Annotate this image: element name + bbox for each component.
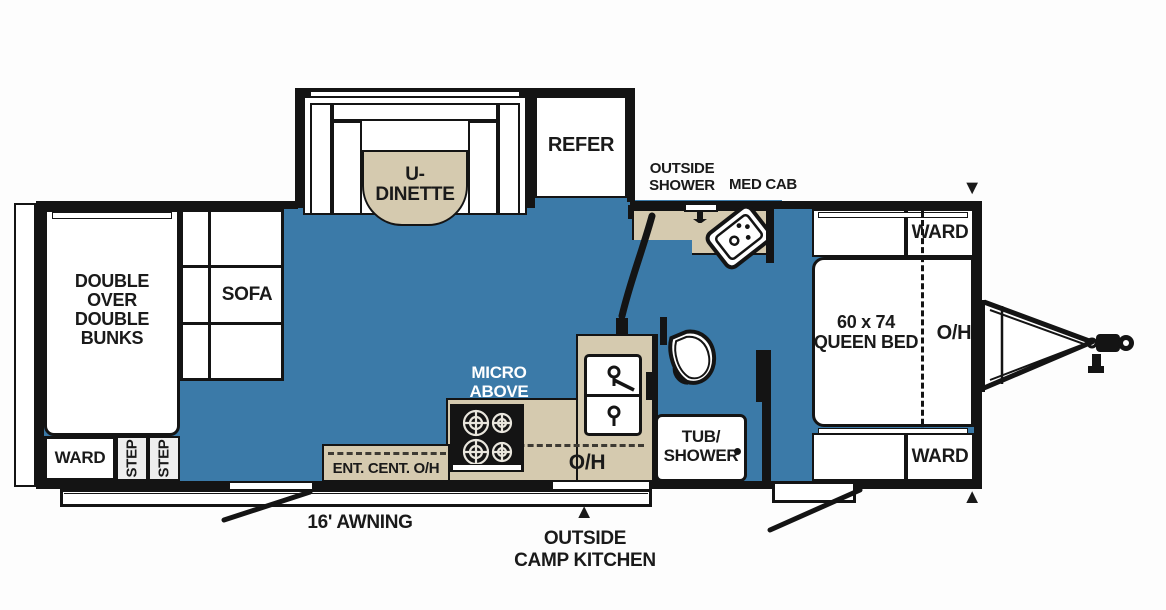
ward-front-top-label: WARD [911, 221, 969, 243]
bunk-top-rail [52, 212, 172, 219]
awning-rail-inner [64, 493, 648, 498]
ward-rear-label: WARD [54, 448, 106, 468]
bath-partition-right [756, 350, 765, 402]
bath-partition-upper [660, 317, 667, 345]
dinette-seat-flank-left [332, 121, 362, 215]
entry-door-rear [228, 481, 314, 491]
vent-top-right-marker: ▼ [962, 177, 982, 200]
ward-top-rail [818, 212, 968, 218]
outside-shower-fixture [684, 203, 718, 212]
sofa-cushion-split-1 [182, 265, 282, 268]
med-cab-label: MED CAB [729, 176, 797, 194]
bedroom-oh-dash [921, 211, 924, 479]
dinette-table [362, 150, 468, 226]
bedroom-oh-label: O/H [936, 322, 972, 345]
refer-floor-notch [535, 198, 635, 228]
outside-shower-head [693, 219, 707, 223]
camp-kitchen-callout-label: OUTSIDE CAMP KITCHEN [514, 528, 656, 571]
dinette-seat-left [310, 103, 332, 215]
slide-wall-right [527, 88, 535, 208]
refer-label: REFER [547, 134, 615, 157]
outside-shower-stem [697, 212, 703, 219]
tub-shower-box [655, 414, 747, 482]
bath-door-jamb [616, 318, 628, 334]
bed-oh-block [812, 257, 974, 427]
sink-faucet-icon [607, 365, 635, 426]
sofa-label: SOFA [221, 283, 273, 305]
ward-front-bottom-label: WARD [911, 445, 969, 467]
outside-shower-label: OUTSIDE SHOWER [649, 159, 715, 194]
ward-rear [44, 436, 116, 481]
entry-door-rear-swing [221, 490, 313, 523]
ent-cent-counter [322, 444, 450, 482]
refer-wall-top [527, 88, 635, 96]
dinette-seat-flank-right [468, 121, 498, 215]
micro-above-label: MICRO ABOVE [469, 362, 529, 401]
tub-shower-label: TUB/ SHOWER [663, 427, 739, 465]
wall-top-right [630, 201, 982, 209]
bedroom-divider-wall [762, 350, 771, 482]
queen-bed-label: 60 x 74 QUEEN BED [813, 311, 919, 352]
cooktop-burners-icon [462, 409, 513, 466]
dinette-seat-top [332, 103, 498, 121]
refer-box [535, 96, 627, 198]
bunk-label: DOUBLE OVER DOUBLE BUNKS [74, 270, 150, 349]
sofa-block [180, 209, 284, 381]
bunk-room [44, 209, 180, 436]
step-2-label: STEP [155, 439, 173, 478]
ward-bottom-strip [812, 433, 906, 481]
entry-door-front-swing [767, 487, 863, 533]
galley-oh-label: O/H [568, 450, 606, 474]
sink-counter-edge [646, 372, 653, 400]
ent-cent-label: ENT. CENT. O/H [332, 460, 440, 478]
awning-callout-label: 16' AWNING [307, 511, 413, 533]
ward-front-bottom [906, 433, 974, 481]
ward-bottom-rail [818, 428, 968, 434]
sofa-back-divider [208, 211, 211, 379]
slide-wall-left [295, 88, 303, 208]
rear-exterior-skin [14, 203, 36, 487]
oh-dash-galley [454, 444, 644, 447]
bath-wall-right [766, 205, 774, 263]
wall-bottom [36, 481, 982, 489]
step-1 [116, 436, 148, 481]
toilet-icon [668, 329, 716, 385]
step-2 [148, 436, 180, 481]
cooktop-body [450, 404, 524, 472]
med-cab-sink-icon [705, 204, 773, 270]
sofa-cushion-split-2 [182, 322, 282, 325]
sink-basin-divider [586, 394, 640, 397]
tub-drain-dot [734, 448, 741, 455]
bath-wall-left-upper [628, 205, 634, 219]
oh-dash-ent-cent [328, 452, 446, 455]
camp-kitchen-arrow: ▲ [574, 501, 594, 524]
refer-wall-right [627, 88, 635, 202]
cooktop-front-rail [452, 464, 522, 471]
wall-rear [36, 201, 44, 489]
wall-top-left [36, 201, 298, 209]
bath-door-swing [618, 212, 656, 320]
galley-wall-edge [652, 334, 658, 482]
a-frame-hitch-icon [983, 299, 1134, 391]
dinette-seat-right [498, 103, 520, 215]
vent-bottom-right-marker: ▲ [962, 486, 982, 509]
dinette-label: U- DINETTE [375, 163, 455, 205]
camp-kitchen-hatch [552, 481, 650, 490]
hitch-mount-post [976, 300, 985, 392]
